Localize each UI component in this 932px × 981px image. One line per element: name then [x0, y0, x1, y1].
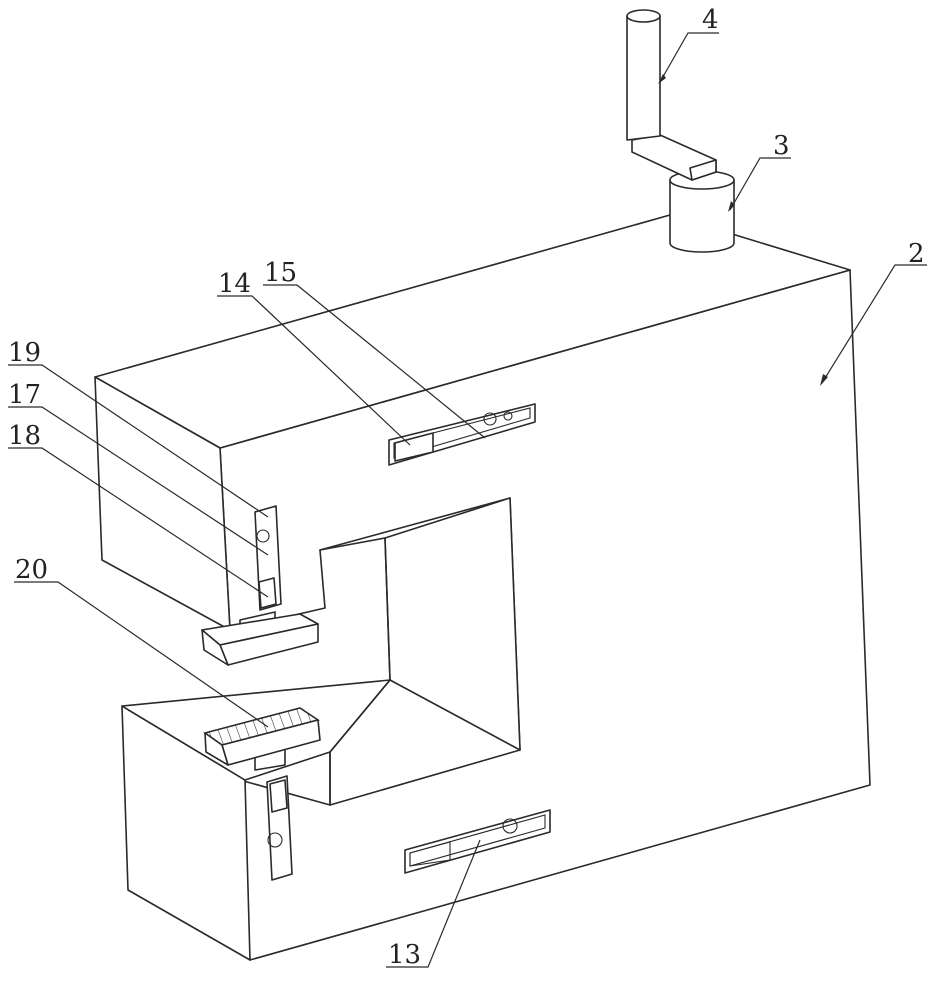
- label-3: 3: [773, 131, 790, 161]
- leader-3: [730, 158, 791, 210]
- crank-grip: [627, 16, 660, 140]
- motor: [670, 171, 734, 252]
- crank-grip-top: [627, 10, 660, 22]
- lower-side-block: [270, 780, 287, 812]
- label-17: 17: [8, 380, 41, 410]
- motor-cylinder: [670, 180, 734, 252]
- lower-side-slot: [267, 776, 292, 880]
- crank-handle: [627, 10, 716, 180]
- label-13: 13: [388, 940, 421, 970]
- label-14: 14: [218, 269, 251, 299]
- upper-side-slot: [255, 506, 281, 610]
- label-2: 2: [908, 239, 925, 269]
- leader-4: [660, 33, 719, 82]
- label-19: 19: [8, 338, 41, 368]
- label-20: 20: [15, 555, 48, 585]
- label-15: 15: [264, 258, 297, 288]
- label-18: 18: [8, 421, 41, 451]
- label-4: 4: [702, 5, 719, 35]
- throat-inner-back: [385, 498, 520, 750]
